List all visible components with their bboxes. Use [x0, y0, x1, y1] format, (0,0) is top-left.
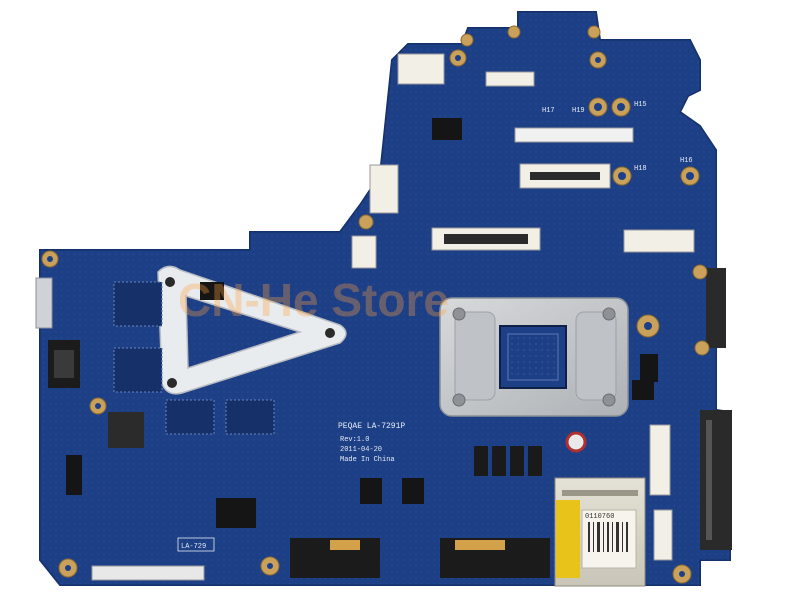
- left-port-inner: [54, 350, 74, 378]
- board-date-label: 2011-04-20: [340, 446, 382, 454]
- hole-label-h19: H19: [572, 107, 585, 115]
- bracket-screw-hole: [325, 328, 335, 338]
- cpu-socket-pins: [507, 333, 559, 381]
- memory-chips: [108, 281, 275, 448]
- hole-label-h18: H18: [634, 165, 647, 173]
- yellow-sticker: [556, 500, 580, 578]
- plate-screw: [602, 307, 616, 321]
- side-connector: [706, 268, 726, 348]
- hole-label-h15: H15: [634, 101, 647, 109]
- left-port-silver: [35, 277, 53, 329]
- hole-label-h16: H16: [680, 157, 693, 165]
- ffc-connectors: [351, 53, 695, 561]
- bracket-screw-hole: [165, 277, 175, 287]
- corner-label: LA-729: [181, 543, 206, 551]
- bottom-connectors: [91, 538, 550, 581]
- small-components: [66, 118, 658, 528]
- card-reader-edge: [562, 490, 638, 496]
- capacitor: [565, 431, 587, 453]
- sticker-code: 0110760: [585, 513, 614, 521]
- corner-label-box: [177, 537, 215, 552]
- board-model-label: PEQAE LA-7291P: [338, 422, 405, 431]
- board-rev-label: Rev:1.0: [340, 436, 369, 444]
- plate-inner-left: [454, 311, 496, 401]
- mounting-hole-centers: [47, 55, 694, 577]
- plate-screw: [452, 393, 466, 407]
- sata-connector: [700, 410, 732, 550]
- plate-inner-right: [575, 311, 617, 401]
- bracket-screw-hole: [167, 378, 177, 388]
- store-watermark: CN-He Store: [178, 274, 449, 326]
- plate-screw: [452, 307, 466, 321]
- sata-connector-pins: [706, 420, 712, 540]
- mosfet-row: [474, 446, 542, 476]
- hole-label-h17: H17: [542, 107, 555, 115]
- pcb-texture: [40, 12, 730, 585]
- board-origin-label: Made In China: [340, 456, 395, 464]
- barcode-lines: [588, 522, 628, 552]
- plate-screw: [602, 393, 616, 407]
- top-sticker-strip: [514, 127, 634, 143]
